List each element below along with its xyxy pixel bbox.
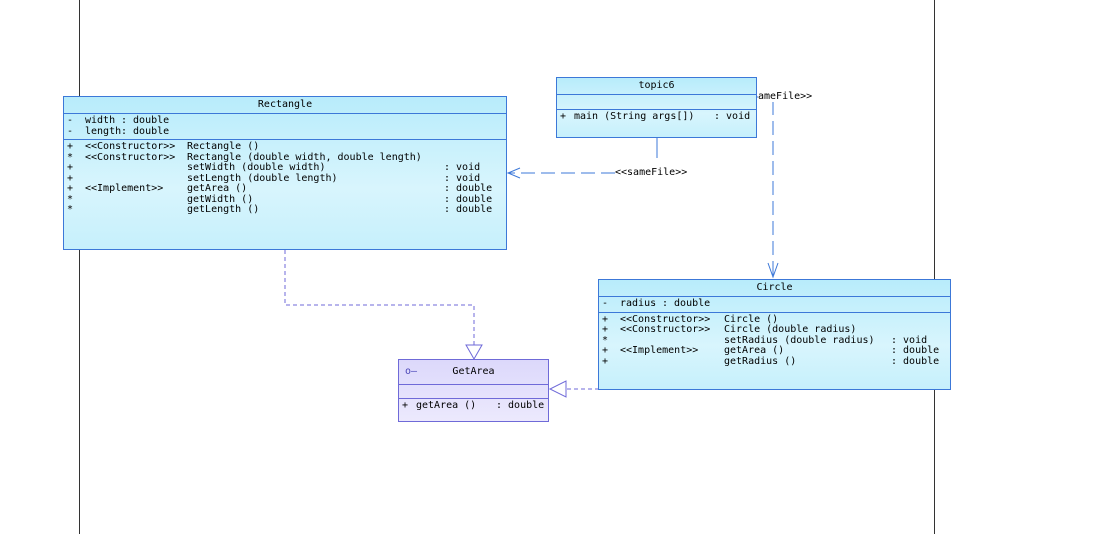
- method-row: *getLength (): double: [67, 204, 493, 215]
- dependency-arrowhead-circle: [767, 262, 779, 279]
- method-row: +getArea (): double: [402, 400, 545, 411]
- method-row: *setRadius (double radius): void: [602, 334, 928, 346]
- realization-arrowhead-rectangle: [465, 344, 483, 361]
- topic6-class[interactable]: topic6 +main (String args[]): void: [556, 77, 757, 138]
- method-row: +setLength (double length): void: [67, 172, 481, 184]
- rectangle-class[interactable]: Rectangle -width: double -length: double…: [63, 96, 507, 250]
- method-row: +setWidth (double width): void: [67, 162, 481, 173]
- circle-class-name: Circle: [599, 280, 950, 297]
- same-file-label: <<sameFile>>: [615, 167, 688, 178]
- dependency-arrowhead-rectangle: [506, 167, 521, 179]
- same-file-label-clipped: ameFile>>: [758, 91, 813, 102]
- realization-rectangle-getarea: [284, 250, 475, 345]
- getarea-fields: [399, 385, 548, 399]
- circle-fields: -radius: double: [599, 297, 950, 313]
- topic6-fields: [557, 95, 756, 110]
- getarea-interface[interactable]: o– GetArea +getArea (): double: [398, 359, 549, 422]
- getarea-interface-header: o– GetArea: [399, 360, 548, 385]
- rectangle-methods: +<<Constructor>>Rectangle () *<<Construc…: [64, 140, 506, 218]
- method-row: +<<Constructor>>Circle (): [602, 313, 779, 325]
- method-row: *getWidth (): double: [67, 193, 493, 205]
- method-row: +<<Constructor>>Rectangle (): [67, 141, 260, 152]
- right-frame-line: [934, 0, 935, 534]
- left-frame-line: [79, 0, 80, 534]
- field-row: -radius: double: [602, 298, 711, 309]
- method-row: *<<Constructor>>Rectangle (double width,…: [67, 151, 422, 163]
- method-row: +getRadius (): double: [602, 355, 940, 367]
- getarea-methods: +getArea (): double: [399, 399, 548, 414]
- dependency-topic6-circle: [757, 96, 774, 277]
- field-row: -length: double: [67, 125, 170, 137]
- realization-arrowhead-circle: [548, 380, 567, 398]
- method-row: +<<Implement>>getArea (): double: [67, 183, 493, 194]
- getarea-interface-name: GetArea: [452, 366, 495, 377]
- rectangle-fields: -width: double -length: double: [64, 114, 506, 140]
- interface-icon: o–: [405, 366, 418, 377]
- circle-methods: +<<Constructor>>Circle () +<<Constructor…: [599, 313, 950, 370]
- method-row: +<<Implement>>getArea (): double: [602, 345, 940, 356]
- method-row: +main (String args[]): void: [560, 111, 751, 122]
- method-row: +<<Constructor>>Circle (double radius): [602, 324, 857, 335]
- field-row: -width: double: [67, 115, 170, 126]
- rectangle-class-name: Rectangle: [64, 97, 506, 114]
- topic6-methods: +main (String args[]): void: [557, 110, 756, 125]
- topic6-class-name: topic6: [557, 78, 756, 95]
- circle-class[interactable]: Circle -radius: double +<<Constructor>>C…: [598, 279, 951, 390]
